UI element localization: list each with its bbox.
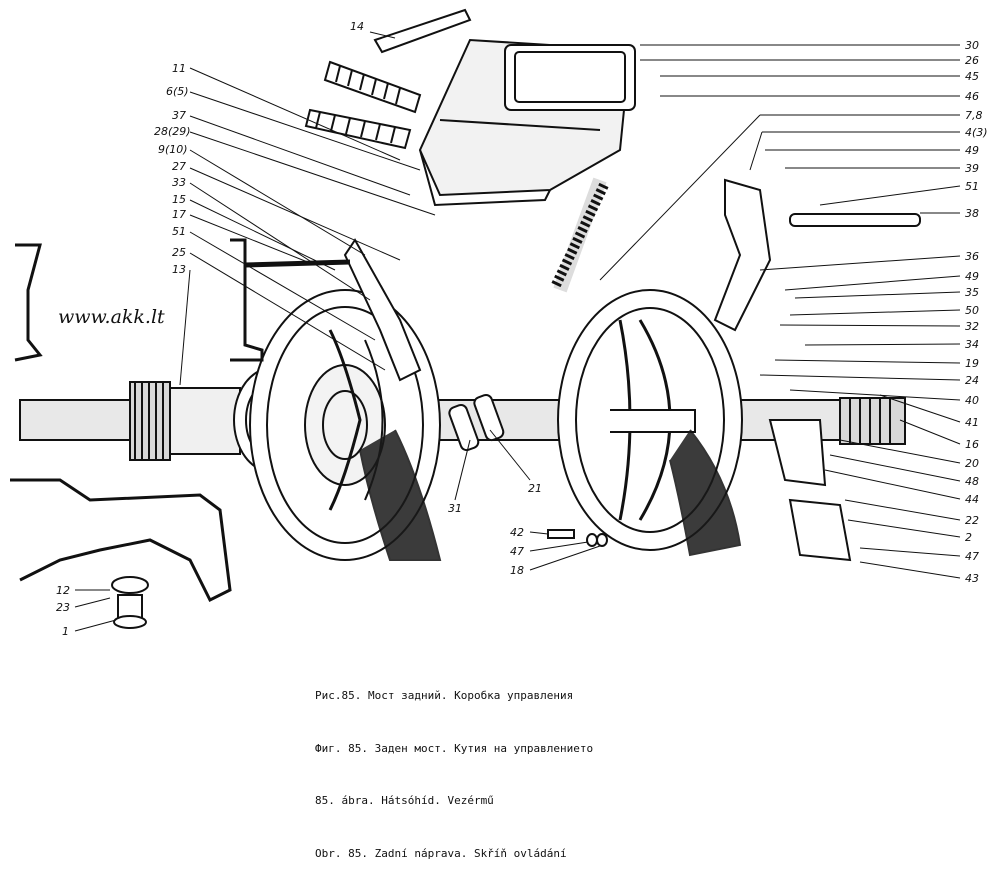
housing-fragment-top — [14, 243, 43, 362]
callout: 27 — [172, 160, 186, 173]
callout: 22 — [965, 514, 979, 527]
caption-line: 85. ábra. Hátsóhíd. Vezérmű — [315, 794, 494, 807]
callout: 47 — [965, 550, 979, 563]
return-spring — [551, 177, 609, 293]
rod-15 — [244, 259, 351, 268]
callout: 50 — [965, 304, 979, 317]
left-linkage — [343, 238, 422, 382]
callout: 9(10) — [158, 143, 188, 156]
callout: 30 — [965, 39, 979, 52]
callout: 24 — [965, 374, 979, 387]
callout: 19 — [965, 357, 979, 370]
right-bracket — [713, 178, 772, 332]
callout: 34 — [965, 338, 979, 351]
callout: 42 — [510, 526, 524, 539]
cover-plate — [373, 8, 472, 54]
callout: 49 — [965, 270, 979, 283]
callout: 23 — [56, 601, 70, 614]
callout: 12 — [56, 584, 70, 597]
callout: 31 — [448, 502, 462, 515]
callout: 49 — [965, 144, 979, 157]
callout: 28(29) — [154, 125, 191, 138]
callout: 1 — [62, 625, 69, 638]
callout: 45 — [965, 70, 979, 83]
housing-fragment-right — [230, 238, 264, 362]
callout: 46 — [965, 90, 979, 103]
callout-labels: 14 11 6(5) 37 28(29) 9(10) 27 33 15 17 5… — [56, 20, 988, 638]
callout: 47 — [510, 545, 524, 558]
callout: 38 — [965, 207, 979, 220]
leader-lines — [74, 31, 961, 632]
callout: 18 — [510, 564, 524, 577]
callout: 6(5) — [166, 85, 189, 98]
figure-caption: Рис.85. Мост задний. Коробка управления … — [315, 652, 593, 880]
callout: 20 — [965, 457, 979, 470]
callout: 26 — [965, 54, 979, 67]
right-brake-drum — [557, 289, 743, 557]
callout: 17 — [172, 208, 186, 221]
watermark: www.akk.lt — [58, 306, 165, 328]
callout: 39 — [965, 162, 979, 175]
callout: 32 — [965, 320, 979, 333]
callout: 44 — [965, 493, 979, 506]
callout: 36 — [965, 250, 979, 263]
callout: 21 — [528, 482, 542, 495]
lever-boots — [304, 60, 422, 150]
callout: 11 — [172, 62, 186, 75]
callout: 4(3) — [965, 126, 988, 139]
callout: 13 — [172, 263, 186, 276]
callout: 25 — [172, 246, 186, 259]
caption-line: Фиг. 85. Заден мост. Кутия на управление… — [315, 741, 594, 755]
callout: 7,8 — [965, 109, 983, 122]
pin-38 — [789, 213, 921, 227]
control-box-housing — [418, 38, 636, 207]
callout: 2 — [965, 531, 972, 544]
callout: 14 — [350, 20, 364, 33]
callout: 37 — [172, 109, 186, 122]
lower-right-bracket — [768, 419, 827, 487]
cover-22 — [788, 498, 852, 562]
callout: 48 — [965, 475, 979, 488]
bolt-fittings — [448, 393, 608, 547]
callout: 51 — [965, 180, 979, 193]
drain-plug — [111, 576, 149, 629]
exploded-assembly-diagram: 14 11 6(5) 37 28(29) 9(10) 27 33 15 17 5… — [10, 8, 988, 638]
housing-fragment-lower — [10, 478, 232, 603]
caption-line: Рис.85. Мост задний. Коробка управления — [315, 689, 574, 702]
callout: 16 — [965, 438, 979, 451]
callout: 40 — [965, 394, 979, 407]
caption-line: Obr. 85. Zadní náprava. Skříň ovládání — [315, 846, 567, 860]
callout: 33 — [172, 176, 186, 189]
callout: 15 — [172, 193, 186, 206]
callout: 41 — [965, 416, 979, 429]
left-brake-drum — [249, 289, 442, 561]
callout: 35 — [965, 286, 979, 299]
callout: 51 — [172, 225, 186, 238]
callout: 43 — [965, 572, 979, 585]
